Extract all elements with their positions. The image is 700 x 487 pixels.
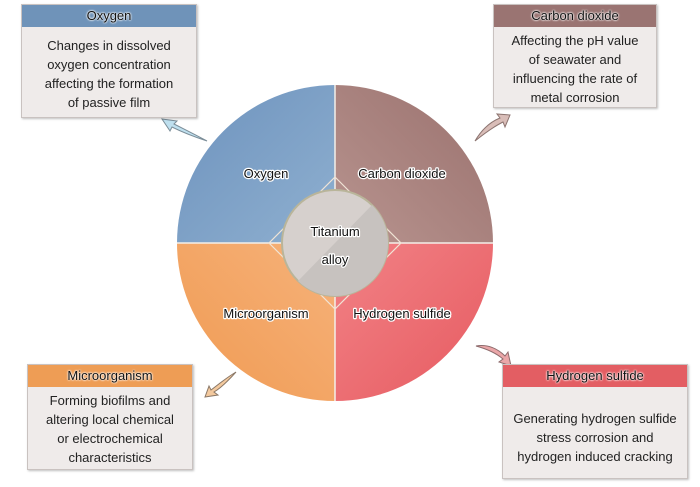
info-line: affecting the formation <box>44 76 174 91</box>
arrow-to-microorganism-icon <box>204 371 237 398</box>
info-line: stress corrosion and <box>536 430 654 445</box>
quadrant-hydrogen-sulfide <box>335 243 493 401</box>
quadrant-label-hydrogen-sulfide: Hydrogen sulfide <box>353 306 451 321</box>
info-line: of passive film <box>67 95 151 110</box>
quadrant-oxygen <box>177 85 335 243</box>
info-line: characteristics <box>68 450 152 465</box>
info-box-body: Affecting the pH value of seawater and i… <box>494 27 656 111</box>
quadrant-carbon-dioxide <box>335 85 493 243</box>
center-circle-shade <box>298 205 389 297</box>
quadrant-label-microorganism: Microorganism <box>223 306 308 321</box>
quadrant-label-oxygen: Oxygen <box>244 166 289 181</box>
info-box-carbon-dioxide: Carbon dioxide Affecting the pH value of… <box>493 4 657 108</box>
arrow-to-oxygen-icon <box>160 118 208 142</box>
info-line: of seawater and <box>528 52 622 67</box>
info-box-title: Hydrogen sulfide <box>503 365 687 387</box>
info-line: or electrochemical <box>57 431 163 446</box>
quadrant-microorganism <box>177 243 335 401</box>
center-label-line2: alloy <box>322 252 349 267</box>
info-line: altering local chemical <box>46 412 174 427</box>
quadrant-label-carbon-dioxide: Carbon dioxide <box>358 166 445 181</box>
info-line: Affecting the pH value <box>511 33 639 48</box>
info-box-title: Carbon dioxide <box>494 5 656 27</box>
info-line: Forming biofilms and <box>49 393 171 408</box>
info-line: influencing the rate of <box>512 71 638 86</box>
info-box-title: Microorganism <box>28 365 192 387</box>
info-line: metal corrosion <box>530 90 620 105</box>
arrow-to-carbon-dioxide-icon <box>474 113 511 142</box>
center-label-line1: Titanium <box>310 224 359 239</box>
info-box-body: Generating hydrogen sulfide stress corro… <box>503 387 687 470</box>
info-box-body: Changes in dissolved oxygen concentratio… <box>22 27 196 116</box>
info-box-title: Oxygen <box>22 5 196 27</box>
info-box-hydrogen-sulfide: Hydrogen sulfide Generating hydrogen sul… <box>502 364 688 479</box>
info-box-oxygen: Oxygen Changes in dissolved oxygen conce… <box>21 4 197 118</box>
info-line: hydrogen induced cracking <box>517 449 673 464</box>
info-box-microorganism: Microorganism Forming biofilms and alter… <box>27 364 193 470</box>
info-line: oxygen concentration <box>47 57 171 72</box>
info-box-body: Forming biofilms and altering local chem… <box>28 387 192 471</box>
info-line: Generating hydrogen sulfide <box>513 411 677 426</box>
arrow-to-hydrogen-sulfide-icon <box>475 345 512 367</box>
info-line: Changes in dissolved <box>47 38 171 53</box>
